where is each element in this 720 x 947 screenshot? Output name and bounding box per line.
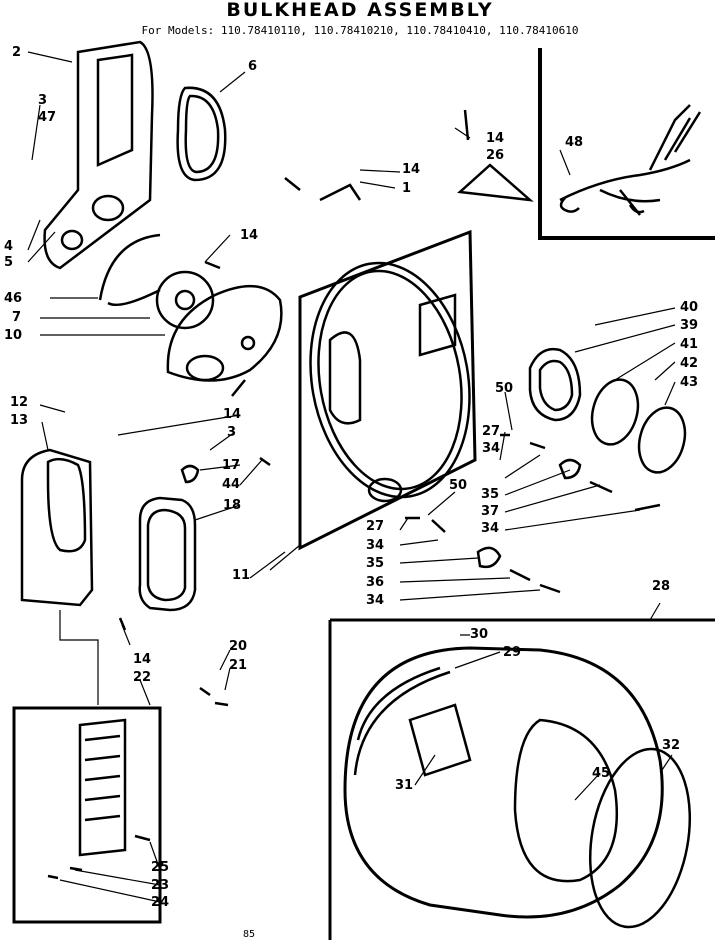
part-13-front-duct bbox=[20, 448, 94, 607]
callout-22: 22 bbox=[133, 670, 152, 685]
part-41-lens bbox=[590, 378, 640, 446]
callout-34-c: 34 bbox=[366, 538, 385, 553]
callout-29: 29 bbox=[503, 645, 522, 660]
callout-4: 4 bbox=[4, 239, 14, 254]
part-11-bulkhead bbox=[298, 229, 477, 551]
callout-34-b: 34 bbox=[481, 521, 500, 536]
callout-25: 25 bbox=[151, 860, 170, 875]
callout-17: 17 bbox=[222, 458, 241, 473]
callout-43: 43 bbox=[680, 375, 699, 390]
callout-11: 11 bbox=[232, 568, 251, 583]
callout-10: 10 bbox=[4, 328, 23, 343]
part-18-filter bbox=[138, 496, 197, 612]
callout-12: 12 bbox=[10, 395, 29, 410]
part-10-housing bbox=[166, 284, 283, 382]
callout-14-lower-left: 14 bbox=[133, 652, 152, 667]
callout-1: 1 bbox=[402, 181, 412, 196]
callout-3: 3 bbox=[38, 93, 48, 108]
callout-5: 5 bbox=[4, 255, 14, 270]
callout-50-lower: 50 bbox=[449, 478, 468, 493]
callout-48: 48 bbox=[565, 135, 584, 150]
callout-34-d: 34 bbox=[366, 593, 385, 608]
callout-36: 36 bbox=[366, 575, 385, 590]
part-46-clamp bbox=[98, 233, 161, 307]
callout-35-upper: 35 bbox=[481, 487, 500, 502]
part-6-seal bbox=[176, 86, 227, 182]
callout-26: 26 bbox=[486, 148, 505, 163]
callout-23: 23 bbox=[151, 878, 170, 893]
part-43-cover bbox=[637, 406, 687, 474]
callout-14-top-right: 14 bbox=[486, 131, 505, 146]
part-28-drum-inset bbox=[328, 618, 715, 940]
callout-47: 47 bbox=[38, 110, 57, 125]
callout-32: 32 bbox=[662, 738, 681, 753]
leader-lines bbox=[27, 51, 676, 903]
callout-7: 7 bbox=[12, 310, 22, 325]
callout-27-lower: 27 bbox=[366, 519, 385, 534]
callout-34-a: 34 bbox=[482, 441, 501, 456]
callout-40: 40 bbox=[680, 300, 699, 315]
callout-3-lower: 3 bbox=[227, 425, 237, 440]
callout-28: 28 bbox=[652, 579, 671, 594]
callout-35-lower: 35 bbox=[366, 556, 385, 571]
models-subtitle: For Models: 110.78410110, 110.78410210, … bbox=[141, 24, 579, 37]
callout-50-upper: 50 bbox=[495, 381, 514, 396]
callout-14-left: 14 bbox=[223, 407, 242, 422]
callout-27-upper: 27 bbox=[482, 424, 501, 439]
callout-31: 31 bbox=[395, 778, 414, 793]
callout-45: 45 bbox=[592, 766, 611, 781]
callout-37: 37 bbox=[481, 504, 500, 519]
callout-18: 18 bbox=[223, 498, 242, 513]
callout-24: 24 bbox=[151, 895, 170, 910]
wire-harness-inset bbox=[538, 48, 715, 240]
part-22-heater-inset bbox=[12, 706, 162, 924]
callout-14-mid: 14 bbox=[240, 228, 259, 243]
callout-14-top-center: 14 bbox=[402, 162, 421, 177]
part-39-light-housing bbox=[528, 347, 582, 422]
callout-42: 42 bbox=[680, 356, 699, 371]
callout-44: 44 bbox=[222, 477, 241, 492]
part-32-ring bbox=[588, 747, 692, 929]
diagram-title: BULKHEAD ASSEMBLY bbox=[226, 0, 494, 21]
callout-21: 21 bbox=[229, 658, 248, 673]
callout-20: 20 bbox=[229, 639, 248, 654]
callout-13: 13 bbox=[10, 413, 29, 428]
callout-2: 2 bbox=[12, 45, 22, 60]
page-footer: 85 bbox=[243, 929, 256, 940]
part-7-wheel bbox=[155, 270, 215, 330]
callout-41: 41 bbox=[680, 337, 699, 352]
callout-30: 30 bbox=[470, 627, 489, 642]
callout-46: 46 bbox=[4, 291, 23, 306]
callout-39: 39 bbox=[680, 318, 699, 333]
part-2-duct bbox=[43, 40, 154, 270]
callout-6: 6 bbox=[248, 59, 258, 74]
